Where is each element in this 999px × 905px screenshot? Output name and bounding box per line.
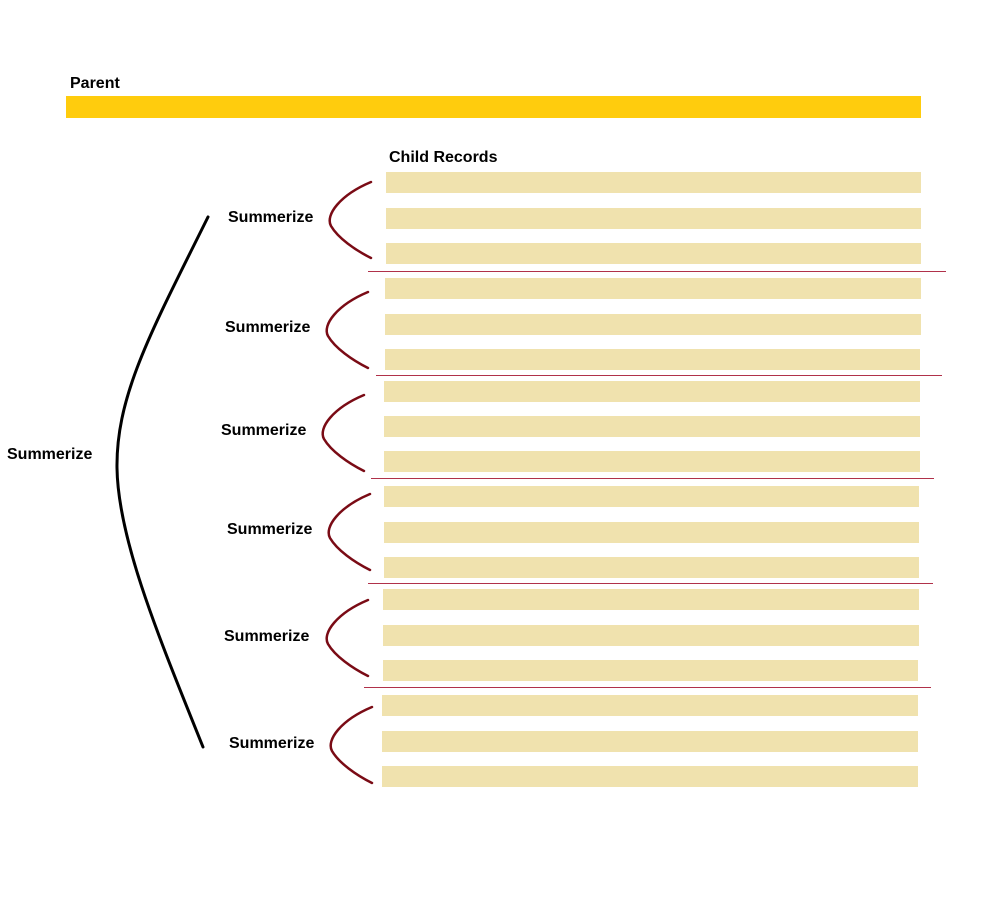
- group-brace: [325, 290, 370, 370]
- group-summary-label: Summerize: [227, 521, 313, 538]
- child-record-bar: [383, 589, 919, 610]
- child-record-bar: [384, 416, 920, 437]
- group-divider: [368, 583, 933, 584]
- parent-record-bar: [66, 96, 921, 118]
- child-record-bar: [385, 278, 921, 299]
- child-record-bar: [384, 557, 919, 578]
- group-brace: [327, 492, 372, 572]
- group-divider: [371, 478, 934, 479]
- child-records-label: Child Records: [389, 149, 498, 166]
- outer-summary-label: Summerize: [7, 446, 93, 463]
- child-record-bar: [382, 695, 918, 716]
- parent-label: Parent: [70, 75, 120, 92]
- group-divider: [368, 271, 946, 272]
- outer-brace: [115, 215, 210, 749]
- child-record-bar: [382, 766, 918, 787]
- group-summary-label: Summerize: [224, 628, 310, 645]
- group-divider: [364, 687, 931, 688]
- group-brace: [321, 393, 366, 473]
- child-record-bar: [383, 625, 919, 646]
- child-record-bar: [386, 208, 921, 229]
- group-brace: [329, 705, 374, 785]
- child-record-bar: [385, 314, 921, 335]
- child-record-bar: [385, 349, 920, 370]
- group-summary-label: Summerize: [221, 422, 307, 439]
- child-record-bar: [382, 731, 918, 752]
- child-record-bar: [384, 381, 920, 402]
- child-record-bar: [384, 451, 920, 472]
- group-summary-label: Summerize: [228, 209, 314, 226]
- group-brace: [325, 598, 370, 678]
- group-divider: [376, 375, 942, 376]
- group-summary-label: Summerize: [225, 319, 311, 336]
- group-brace: [328, 180, 373, 260]
- child-record-bar: [386, 172, 921, 193]
- child-record-bar: [386, 243, 921, 264]
- child-record-bar: [384, 522, 919, 543]
- child-record-bar: [384, 486, 919, 507]
- child-record-bar: [383, 660, 918, 681]
- group-summary-label: Summerize: [229, 735, 315, 752]
